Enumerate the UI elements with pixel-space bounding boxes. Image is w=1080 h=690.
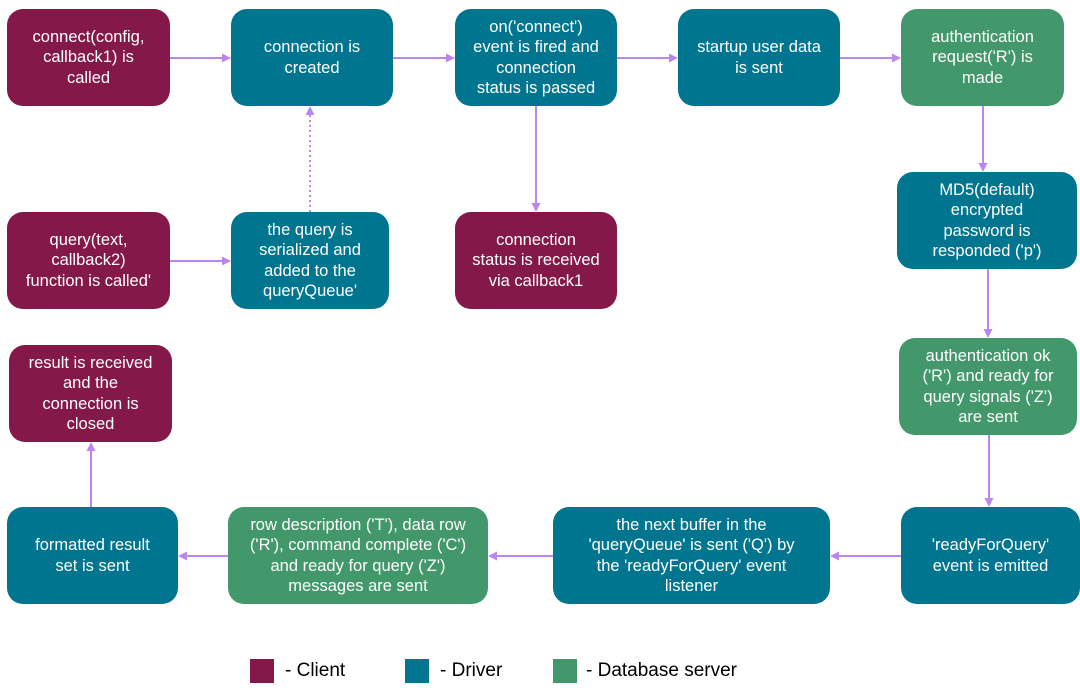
arrow-head — [488, 551, 497, 561]
legend-swatch-client — [250, 659, 274, 683]
arrow-head — [178, 551, 187, 561]
arrow-head — [830, 551, 839, 561]
arrow-head — [984, 498, 994, 507]
node-authentication-ok: authentication ok ('R') and ready for qu… — [899, 338, 1077, 435]
node-formatted-result: formatted result set is sent — [7, 507, 178, 604]
node-startup-data-sent: startup user data is sent — [678, 9, 840, 106]
node-ready-for-query: 'readyForQuery' event is emitted — [901, 507, 1080, 604]
node-on-connect-event: on('connect') event is fired and connect… — [455, 9, 617, 106]
node-md5-password-response: MD5(default) encrypted password is respo… — [897, 172, 1077, 269]
arrow-head — [305, 106, 315, 115]
node-connect-call: connect(config, callback1) is called — [7, 9, 170, 106]
arrow-head — [983, 329, 993, 338]
node-status-received: connection status is received via callba… — [455, 212, 617, 309]
legend-label-server: - Database server — [586, 660, 738, 681]
arrow-head — [222, 256, 231, 266]
arrow-head — [531, 203, 541, 212]
arrow-head — [669, 53, 678, 63]
node-query-serialized: the query is serialized and added to the… — [231, 212, 389, 309]
node-next-buffer-sent: the next buffer in the 'queryQueue' is s… — [553, 507, 830, 604]
legend-label-driver: - Driver — [440, 660, 503, 681]
node-authentication-request: authentication request('R') is made — [901, 9, 1064, 106]
arrow-head — [446, 53, 455, 63]
legend-label-client: - Client — [285, 660, 346, 681]
arrow-head — [978, 163, 988, 172]
node-row-description: row description ('T'), data row ('R'), c… — [228, 507, 488, 604]
node-result-received: result is received and the connection is… — [9, 345, 172, 442]
arrow-head — [86, 442, 96, 451]
arrow-head — [222, 53, 231, 63]
arrow-head — [892, 53, 901, 63]
legend-swatch-server — [553, 659, 577, 683]
node-query-call: query(text, callback2) function is calle… — [7, 212, 170, 309]
node-connection-created: connection is created — [231, 9, 393, 106]
legend-swatch-driver — [405, 659, 429, 683]
